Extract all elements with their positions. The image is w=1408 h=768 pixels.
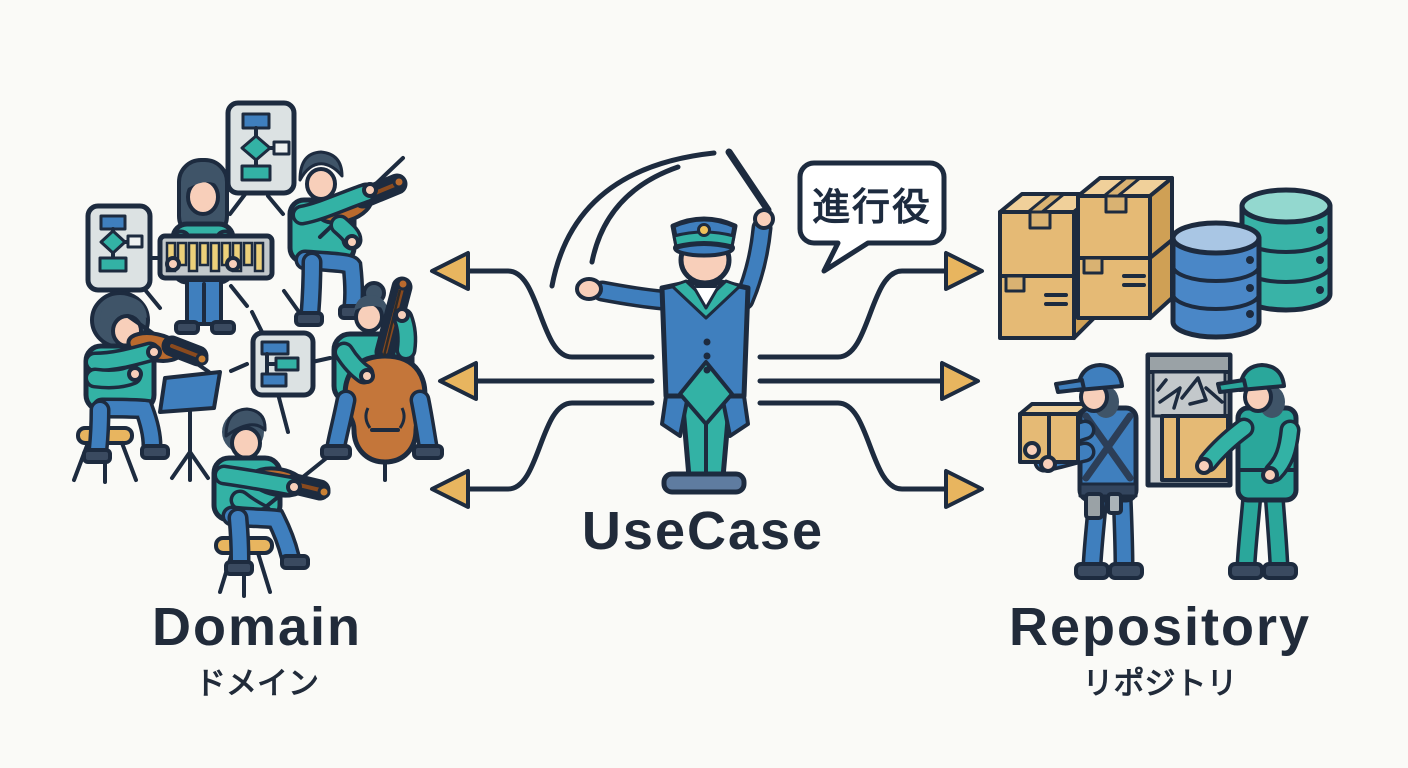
- belt-pouch: [1084, 492, 1104, 520]
- speech-bubble-icon: [797, 160, 947, 274]
- arrowhead-left-bottom: [430, 469, 470, 509]
- arrow-right-top: [757, 251, 984, 360]
- violinist-icon: [211, 407, 336, 598]
- violin-scroll: [317, 485, 331, 499]
- worker-cap-icon: [1216, 363, 1286, 394]
- hair: [224, 407, 267, 438]
- domain-label: Domain: [151, 597, 363, 657]
- shoe: [1108, 562, 1144, 580]
- cardboard-box-stack-icon: [1076, 176, 1174, 320]
- violinist-icon: [287, 150, 408, 327]
- baton-icon: [725, 148, 772, 214]
- repository-label: Repository: [1008, 597, 1312, 657]
- carried-box-icon: [1018, 402, 1092, 464]
- shoe: [1262, 562, 1298, 580]
- arrowhead-right-middle: [940, 361, 980, 401]
- conductor-cap-icon: [670, 216, 738, 258]
- database-cylinder-blue-icon: [1170, 220, 1262, 340]
- usecase-conductor-illustration: [549, 148, 947, 495]
- network-lines: [144, 191, 332, 434]
- face: [230, 426, 262, 460]
- face: [305, 167, 337, 201]
- shoe: [1074, 562, 1110, 580]
- repository-illustration: [998, 176, 1333, 580]
- database-cylinder-teal-icon: [1239, 187, 1333, 313]
- hair: [298, 150, 344, 182]
- shoes: [661, 471, 747, 495]
- belt-pouch: [1106, 492, 1123, 515]
- left-hand: [575, 277, 603, 301]
- vest-diamond: [678, 360, 734, 426]
- speech-bubble-text: 進行役: [811, 186, 932, 229]
- domain-orchestra-illustration: [72, 100, 444, 598]
- storage-cabinet-icon: [1145, 352, 1233, 488]
- right-hand: [753, 208, 775, 230]
- baton-swoosh-icon: [549, 150, 717, 289]
- arrow-right-bottom: [757, 400, 984, 509]
- usecase-label: UseCase: [581, 501, 825, 561]
- cellist-icon: [320, 276, 444, 482]
- domain-label-ja: ドメイン: [195, 666, 319, 701]
- arrow-right-middle: [757, 361, 980, 401]
- marimba-player-icon: [157, 158, 275, 335]
- arrowhead-left-middle: [438, 361, 478, 401]
- lapels: [670, 279, 742, 320]
- flowchart-card-icon: [250, 330, 316, 398]
- flowchart-card-icon: [85, 203, 153, 293]
- arrow-left-top: [430, 251, 655, 360]
- arrow-left-middle: [438, 361, 655, 401]
- flowchart-card-icon: [225, 100, 297, 196]
- violin-scroll: [195, 352, 209, 366]
- violin-scroll: [392, 175, 406, 189]
- warehouse-worker-teal-icon: [1195, 363, 1301, 580]
- arrow-left-bottom: [430, 400, 655, 509]
- arrowhead-right-bottom: [944, 469, 984, 509]
- warehouse-worker-blue-icon: [1018, 363, 1144, 580]
- repository-label-ja: リポジトリ: [1082, 666, 1238, 701]
- arrowhead-right-top: [944, 251, 984, 291]
- music-stand-icon: [158, 370, 222, 482]
- shoe: [1228, 562, 1264, 580]
- arrowhead-left-top: [430, 251, 470, 291]
- worker-cap-icon: [1054, 363, 1124, 394]
- cardboard-box-stack-icon: [998, 192, 1098, 340]
- conductor-icon: [575, 208, 775, 495]
- violinist-icon: [72, 291, 211, 484]
